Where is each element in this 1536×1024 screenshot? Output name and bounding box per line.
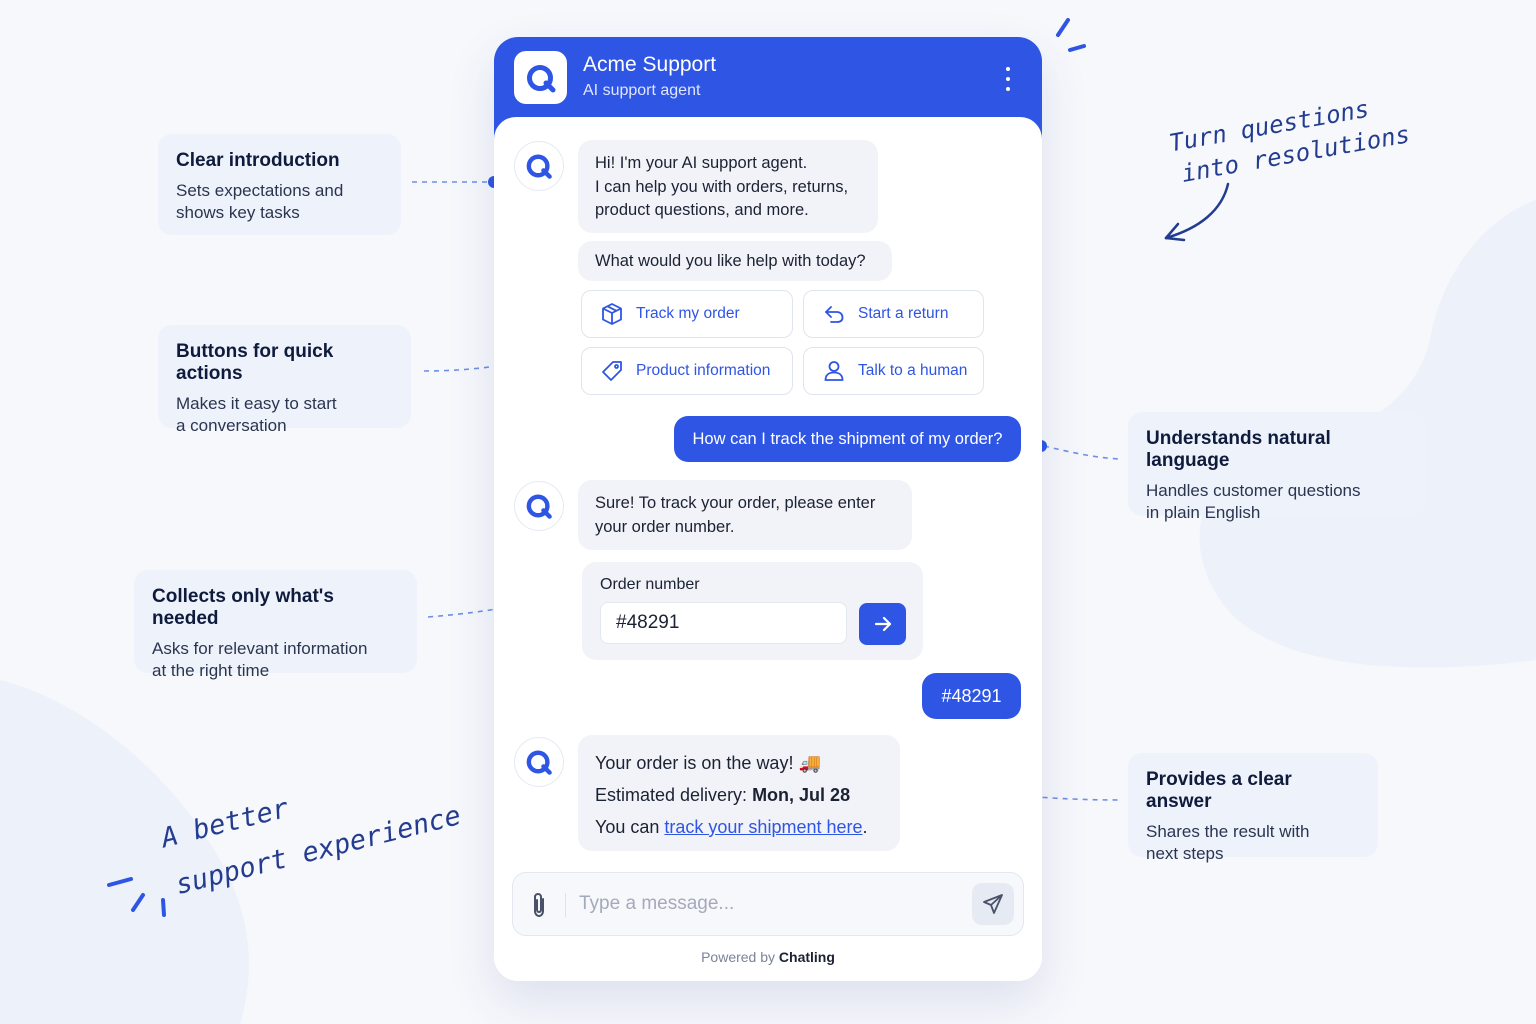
tracking-prefix: You can (595, 817, 665, 837)
order-submit-button[interactable] (859, 603, 906, 645)
annotation-text: Sets expectations and shows key tasks (176, 181, 344, 222)
user-message-question: How can I track the shipment of my order… (674, 416, 1021, 462)
bot-logo-icon (526, 494, 552, 519)
background-blob-left (0, 680, 249, 1024)
order-number-input[interactable] (600, 602, 847, 644)
composer-divider (565, 893, 566, 917)
product-information-button[interactable]: Product information (581, 347, 793, 395)
annotation-title: Clear introduction (176, 150, 340, 171)
bot-message-intro: Hi! I'm your AI support agent. I can hel… (578, 140, 878, 233)
start-return-button[interactable]: Start a return (803, 290, 984, 338)
annotation-natural-language: Understands natural language Handles cus… (1128, 412, 1426, 522)
arrow-right-icon (874, 616, 891, 632)
bot-message-question: What would you like help with today? (578, 241, 892, 281)
tag-icon (602, 361, 622, 381)
powered-brand[interactable]: Chatling (778, 949, 835, 965)
talk-to-human-button[interactable]: Talk to a human (803, 347, 984, 395)
bot-message-answer: Your order is on the way! 🚚 Estimated de… (578, 735, 900, 851)
chat-body: Hi! I'm your AI support agent. I can hel… (494, 117, 1042, 981)
annotation-title: Provides a clear answer (1146, 769, 1292, 812)
quick-action-label: Track my order (636, 305, 740, 322)
send-button[interactable] (972, 883, 1014, 925)
answer-line-status: Your order is on the way! 🚚 (595, 753, 821, 773)
annotation-clear-answer: Provides a clear answer Shares the resul… (1128, 753, 1378, 863)
bot-message-track-reply: Sure! To track your order, please enter … (578, 480, 912, 550)
quick-action-label: Product information (636, 362, 771, 379)
quick-action-label: Talk to a human (858, 362, 968, 379)
tracking-suffix: . (862, 817, 868, 837)
annotation-quick-actions: Buttons for quick actions Makes it easy … (158, 325, 411, 435)
powered-prefix: Powered by (701, 949, 779, 965)
bot-avatar (514, 481, 564, 531)
annotation-text: Handles customer questions in plain Engl… (1146, 481, 1361, 522)
bot-logo-icon (526, 154, 552, 179)
bot-logo-icon (526, 750, 552, 775)
annotation-title: Understands natural language (1146, 428, 1331, 471)
annotation-text: Shares the result with next steps (1146, 822, 1310, 863)
bot-avatar (514, 141, 564, 191)
annotation-clear-introduction: Clear introduction Sets expectations and… (158, 134, 401, 235)
brand-logo-icon (526, 64, 555, 92)
brand-logo (514, 51, 567, 104)
quick-action-label: Start a return (858, 305, 949, 322)
annotation-text: Makes it easy to start a conversation (176, 394, 337, 435)
return-arrow-icon (825, 306, 844, 323)
annotation-collects-needed: Collects only what's needed Asks for rel… (134, 570, 417, 680)
chat-title: Acme Support (583, 53, 717, 76)
bot-avatar (514, 737, 564, 787)
track-shipment-link[interactable]: track your shipment here (664, 817, 863, 837)
annotation-title: Buttons for quick actions (176, 341, 334, 384)
package-icon (602, 303, 622, 325)
order-number-label: Order number (600, 576, 700, 593)
answer-line-delivery: Estimated delivery: Mon, Jul 28 (595, 779, 883, 811)
message-input[interactable] (579, 885, 959, 923)
chat-subtitle: AI support agent (583, 82, 701, 99)
user-message-order: #48291 (922, 673, 1021, 719)
answer-line-tracking: You can track your shipment here. (595, 811, 883, 843)
powered-by: Powered by Chatling (494, 949, 1042, 965)
person-icon (824, 361, 844, 381)
annotation-title: Collects only what's needed (152, 586, 334, 629)
order-number-form: Order number (582, 562, 923, 660)
delivery-date: Mon, Jul 28 (752, 785, 851, 805)
track-order-button[interactable]: Track my order (581, 290, 793, 338)
annotation-text: Asks for relevant information at the rig… (152, 639, 368, 680)
kebab-menu-icon[interactable] (1002, 67, 1014, 91)
message-composer (512, 872, 1024, 936)
paper-plane-icon (983, 894, 1003, 914)
paperclip-icon[interactable] (529, 891, 549, 919)
chat-widget: Acme Support AI support agent Hi! I'm yo… (494, 37, 1042, 981)
delivery-label: Estimated delivery: (595, 785, 753, 805)
